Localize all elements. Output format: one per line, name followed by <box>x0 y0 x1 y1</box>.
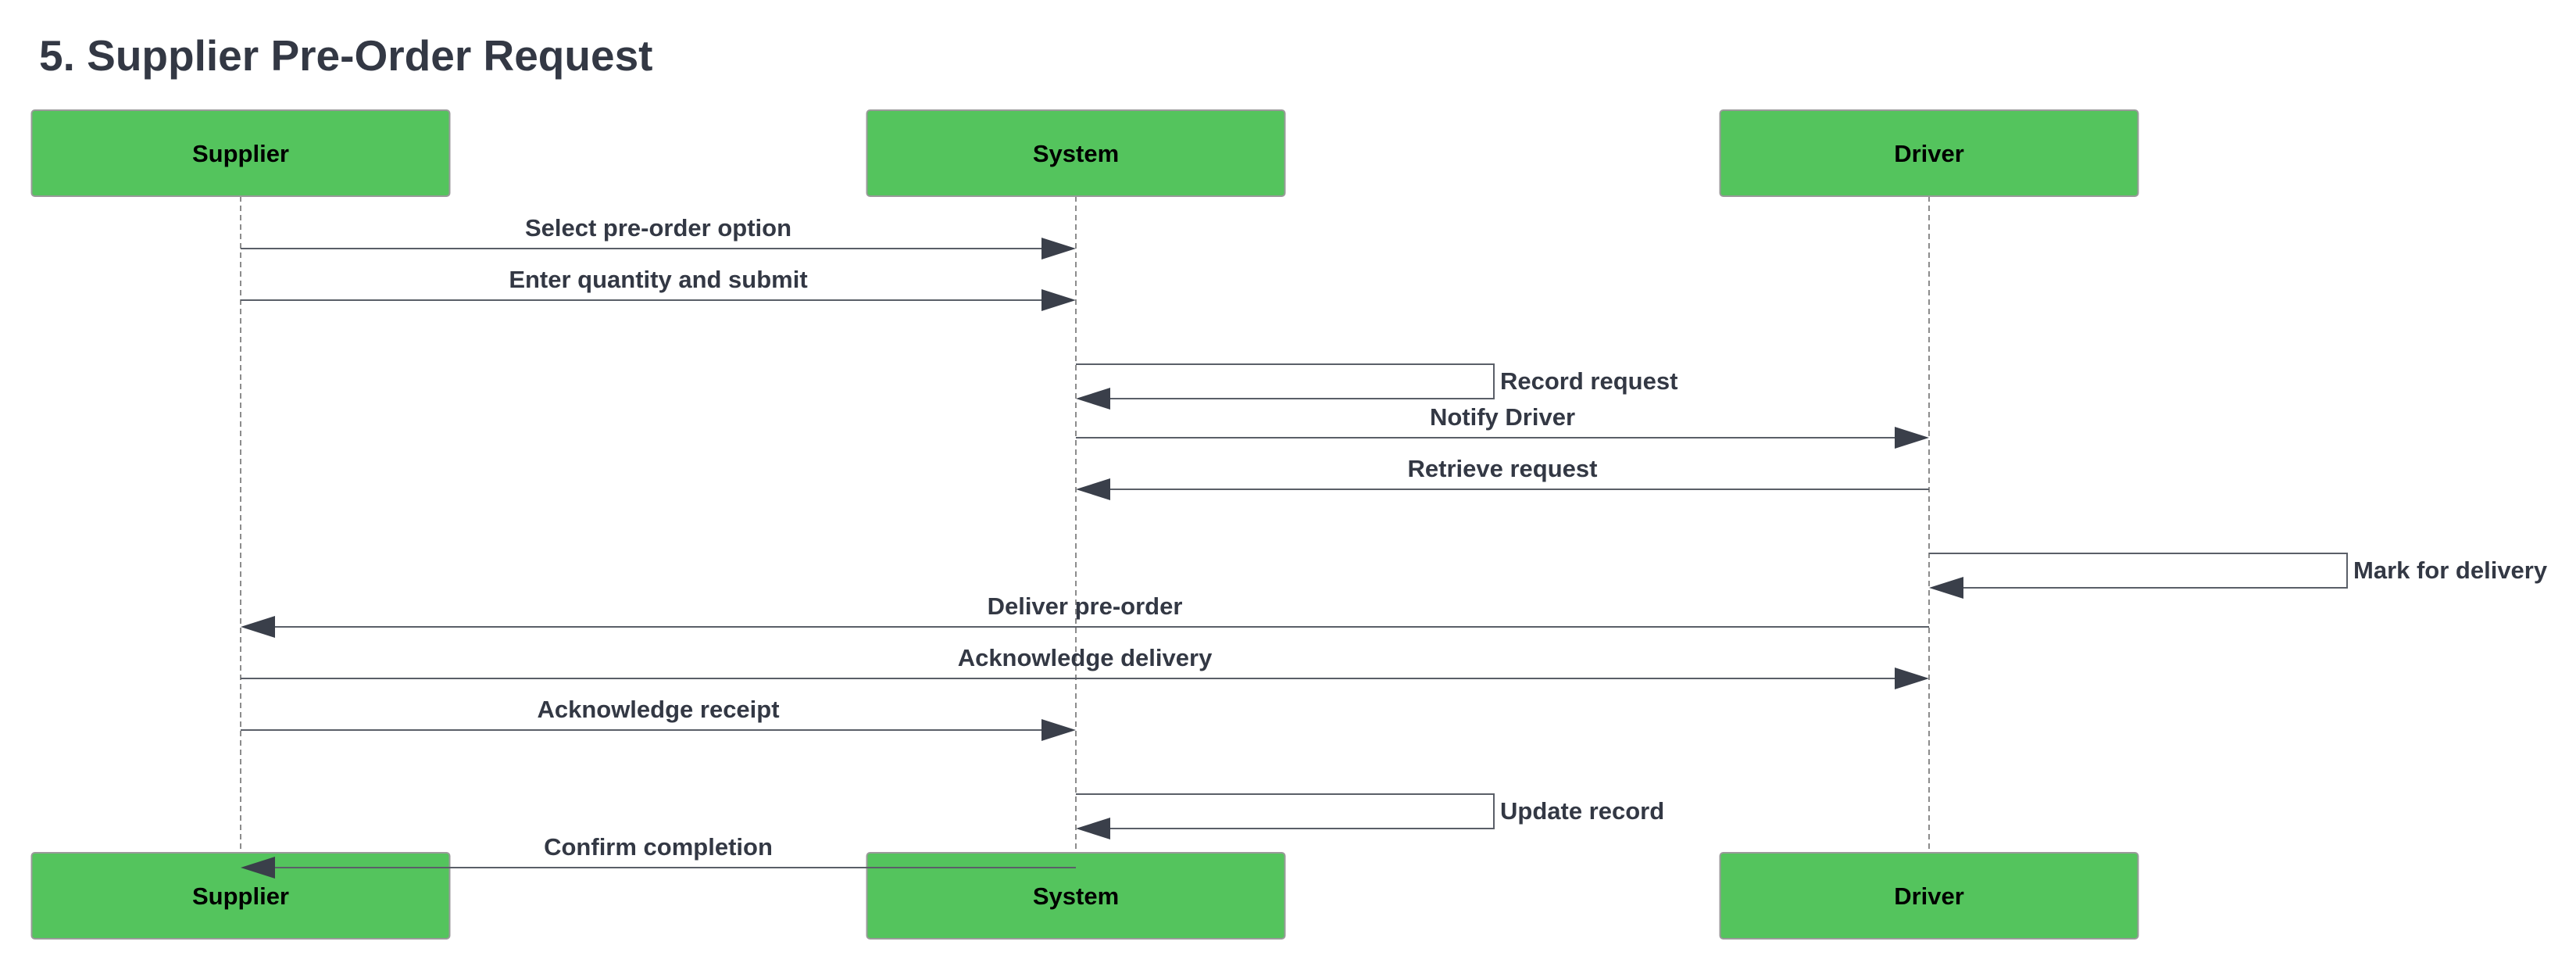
actor-label: Driver <box>1894 882 1964 910</box>
message-6: Mark for delivery <box>1929 553 2548 599</box>
self-message-line <box>1076 363 1495 399</box>
actor-system-bottom: System <box>866 852 1286 940</box>
message-label: Notify Driver <box>1430 403 1575 431</box>
arrowhead <box>1076 818 1110 839</box>
actor-box <box>30 109 451 197</box>
arrowhead <box>1929 577 1963 599</box>
actor-system-top: System <box>866 109 1286 197</box>
actor-label: Driver <box>1894 140 1964 167</box>
actor-box <box>30 852 451 940</box>
actors-bottom: Supplier System Driver <box>30 852 2139 940</box>
message-label: Acknowledge delivery <box>958 644 1213 671</box>
actor-label: System <box>1033 140 1119 167</box>
message-5: Retrieve request <box>1076 455 1929 500</box>
message-8: Acknowledge delivery <box>241 644 1929 689</box>
diagram-title: 5. Supplier Pre-Order Request <box>39 31 653 80</box>
actor-driver-top: Driver <box>1719 109 2139 197</box>
arrowhead <box>1041 719 1076 741</box>
actor-box <box>866 852 1286 940</box>
arrowhead <box>241 857 275 879</box>
arrowhead <box>1895 427 1929 449</box>
message-4: Notify Driver <box>1076 403 1929 449</box>
message-label: Enter quantity and submit <box>509 266 807 293</box>
actors-top: Supplier System Driver <box>30 109 2139 197</box>
actor-driver-bottom: Driver <box>1719 852 2139 940</box>
lifelines <box>240 196 1930 853</box>
message-label: Select pre-order option <box>525 214 791 242</box>
message-2: Enter quantity and submit <box>241 266 1076 311</box>
arrowhead <box>1041 238 1076 260</box>
actor-supplier-bottom: Supplier <box>30 852 451 940</box>
arrowhead <box>1895 668 1929 689</box>
arrowhead <box>241 616 275 638</box>
actor-box <box>1719 109 2139 197</box>
actor-box <box>866 109 1286 197</box>
message-label: Retrieve request <box>1408 455 1598 482</box>
message-3: Record request <box>1076 363 1677 410</box>
self-message-line <box>1076 793 1495 829</box>
message-10: Update record <box>1076 793 1664 839</box>
message-11: Confirm completion <box>241 833 1076 879</box>
actor-supplier-top: Supplier <box>30 109 451 197</box>
message-label: Record request <box>1500 367 1677 395</box>
message-label: Acknowledge receipt <box>537 696 779 723</box>
actor-label: System <box>1033 882 1119 910</box>
arrowhead <box>1076 388 1110 410</box>
message-7: Deliver pre-order <box>241 592 1929 638</box>
message-9: Acknowledge receipt <box>241 696 1076 741</box>
actor-label: Supplier <box>192 882 289 910</box>
actor-label: Supplier <box>192 140 289 167</box>
arrowhead <box>1041 289 1076 311</box>
message-label: Deliver pre-order <box>988 592 1183 620</box>
self-message-line <box>1929 553 2348 589</box>
message-label: Update record <box>1500 797 1664 825</box>
message-label: Confirm completion <box>544 833 773 861</box>
arrowhead <box>1076 478 1110 500</box>
message-1: Select pre-order option <box>241 214 1076 260</box>
actor-box <box>1719 852 2139 940</box>
message-label: Mark for delivery <box>2353 557 2548 584</box>
